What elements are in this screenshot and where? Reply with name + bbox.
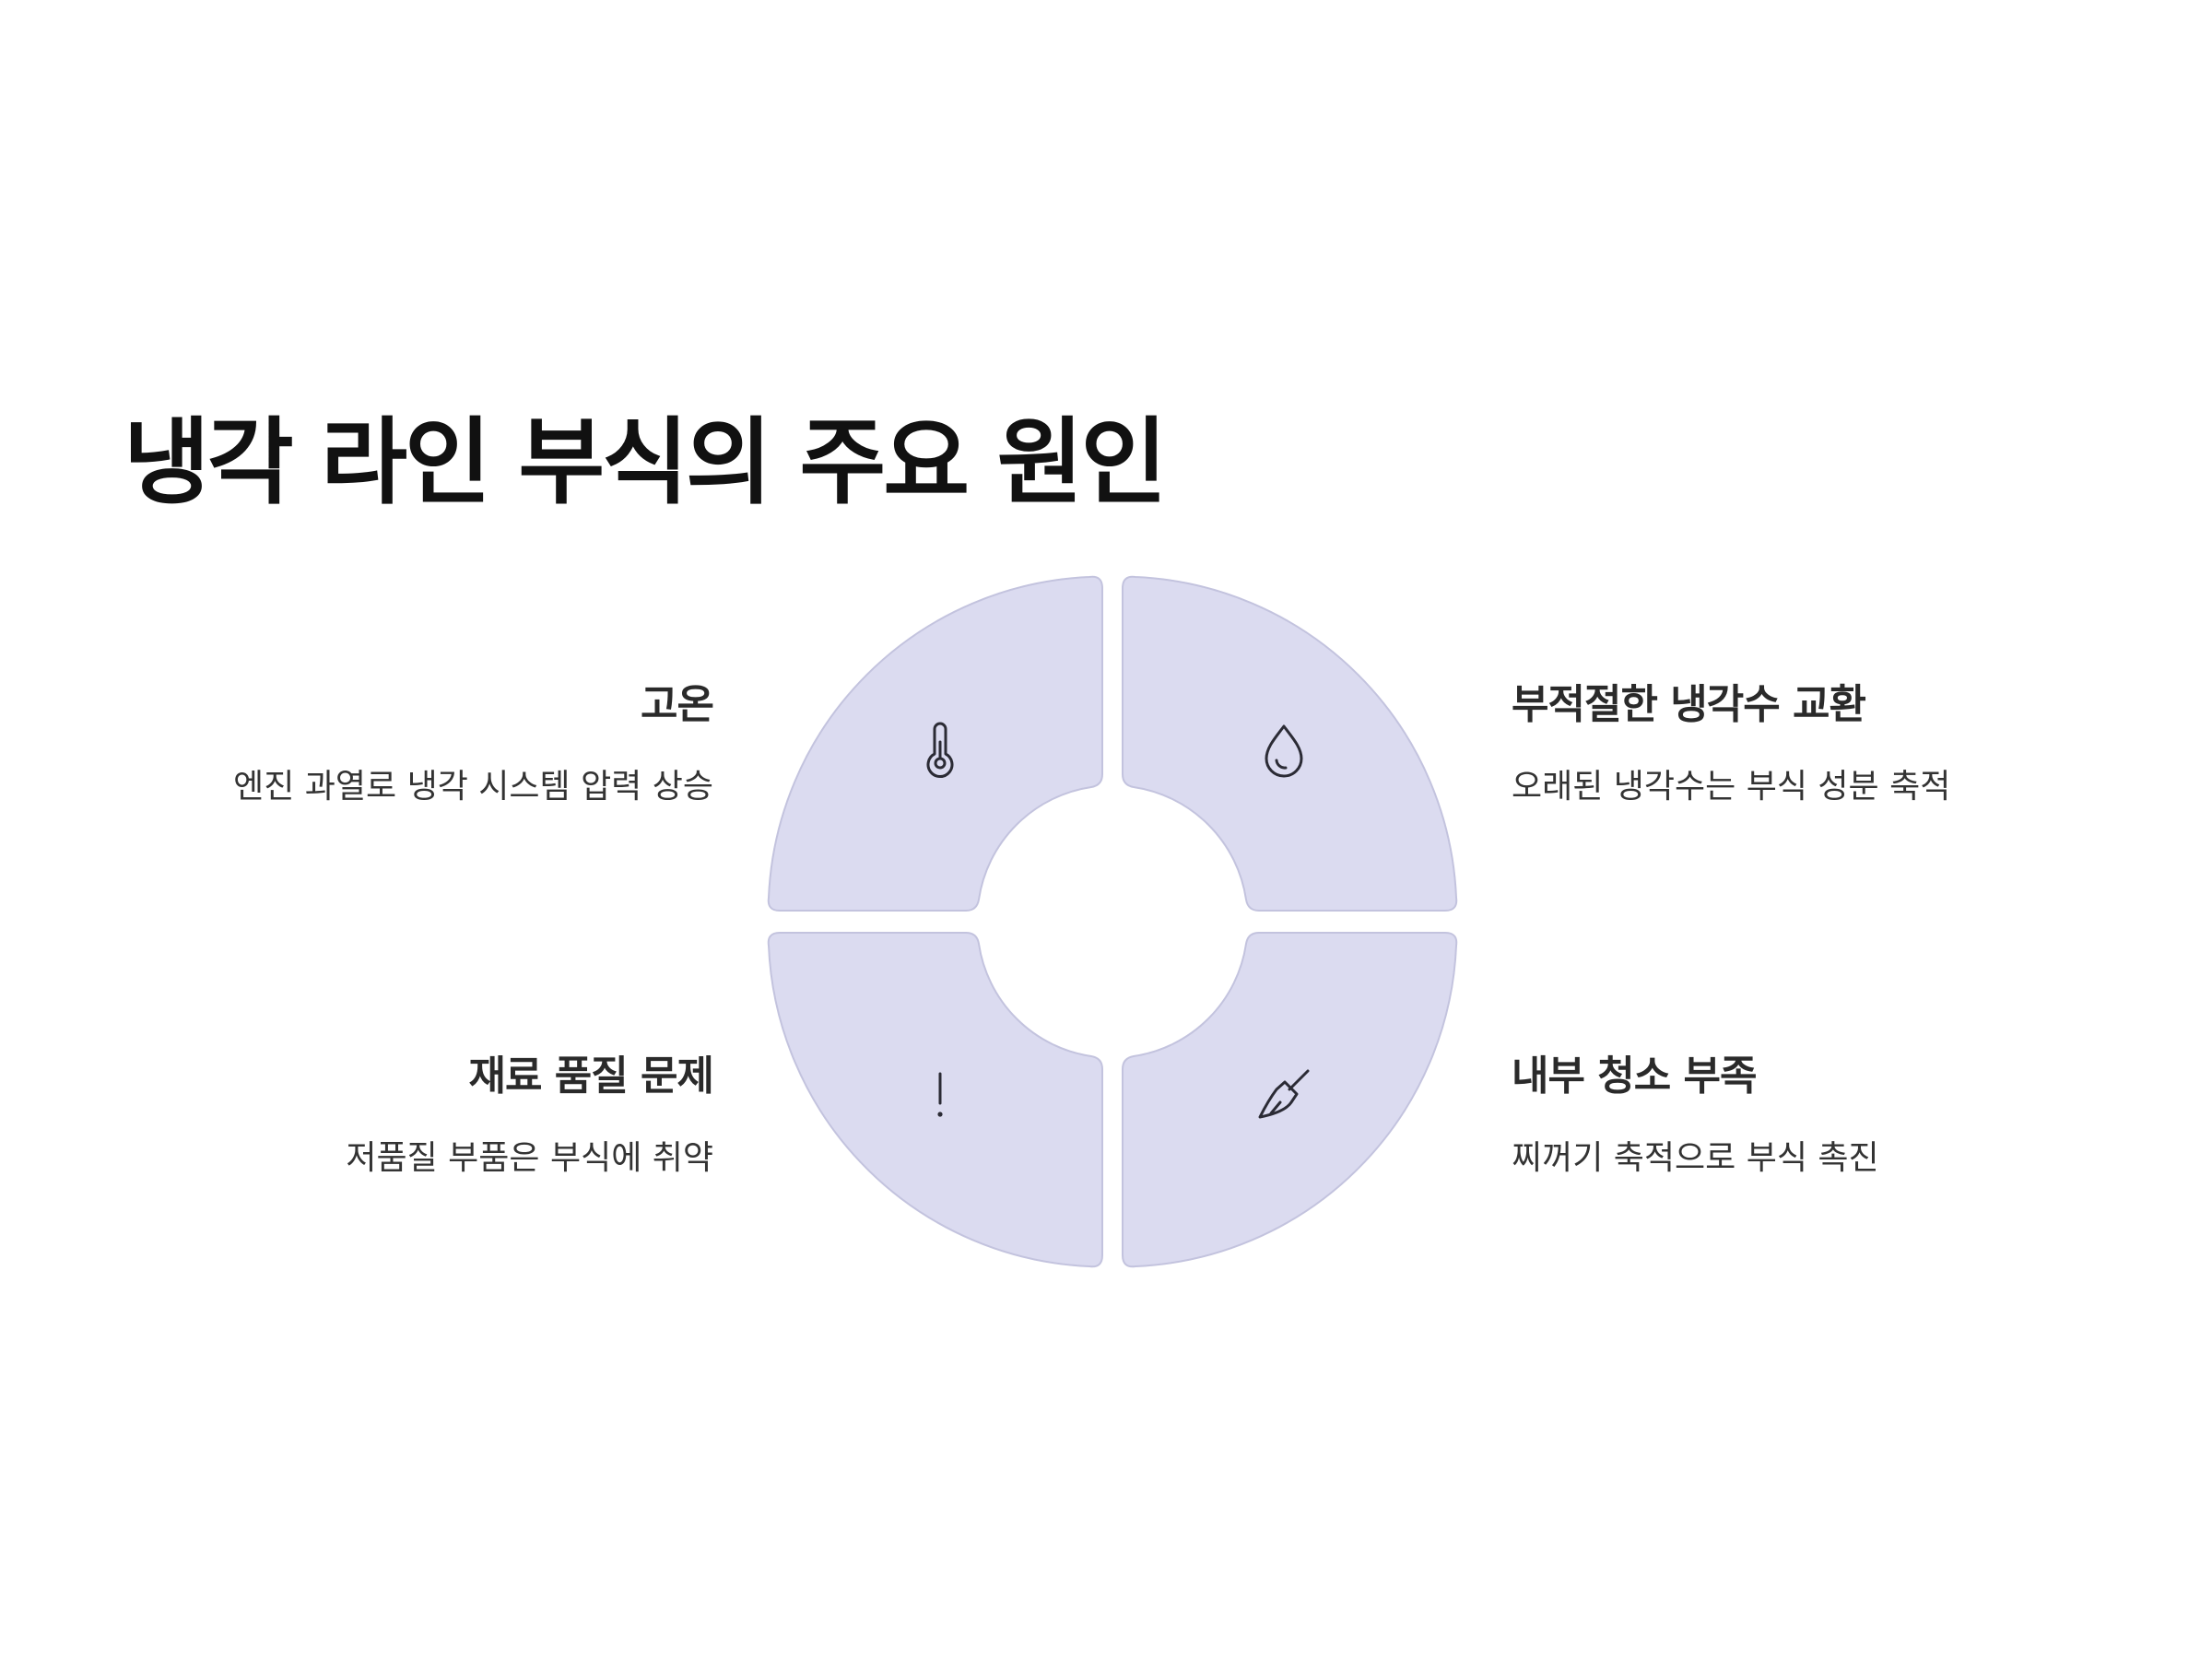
exclamation-icon	[937, 1072, 943, 1117]
cause-description: 엔진 과열로 냉각 시스템 압력 상승	[233, 768, 713, 806]
segment-bottom-right	[1122, 932, 1458, 1268]
cause-heading: 고온	[641, 681, 714, 728]
segment-bottom-left	[767, 932, 1103, 1268]
cause-item-high-temperature: 고온 엔진 과열로 냉각 시스템 압력 상승	[13, 671, 714, 807]
cause-heading: 내부 청소 부족	[1512, 1053, 1758, 1100]
water-drop-icon	[1265, 724, 1303, 778]
cause-description: 찌꺼기 축적으로 부식 촉진	[1512, 1139, 1879, 1177]
page-title: 냉각 라인 부식의 주요 원인	[124, 408, 1167, 518]
cause-heading: 재료 품질 문제	[468, 1053, 714, 1100]
cause-description: 저품질 부품은 부식에 취약	[346, 1139, 713, 1177]
cause-item-coolant-replacement: 부적절한 냉각수 교환 오래된 냉각수는 부식 성분 축적	[1512, 671, 2212, 807]
thermometer-icon	[926, 722, 954, 779]
cause-item-material-quality: 재료 품질 문제 저품질 부품은 부식에 취약	[13, 1042, 714, 1179]
broom-icon	[1258, 1069, 1310, 1119]
segment-top-right	[1122, 575, 1458, 912]
cause-heading: 부적절한 냉각수 교환	[1512, 681, 1866, 728]
cause-item-internal-cleaning: 내부 청소 부족 찌꺼기 축적으로 부식 촉진	[1512, 1042, 2212, 1179]
cause-description: 오래된 냉각수는 부식 성분 축적	[1512, 768, 1951, 806]
